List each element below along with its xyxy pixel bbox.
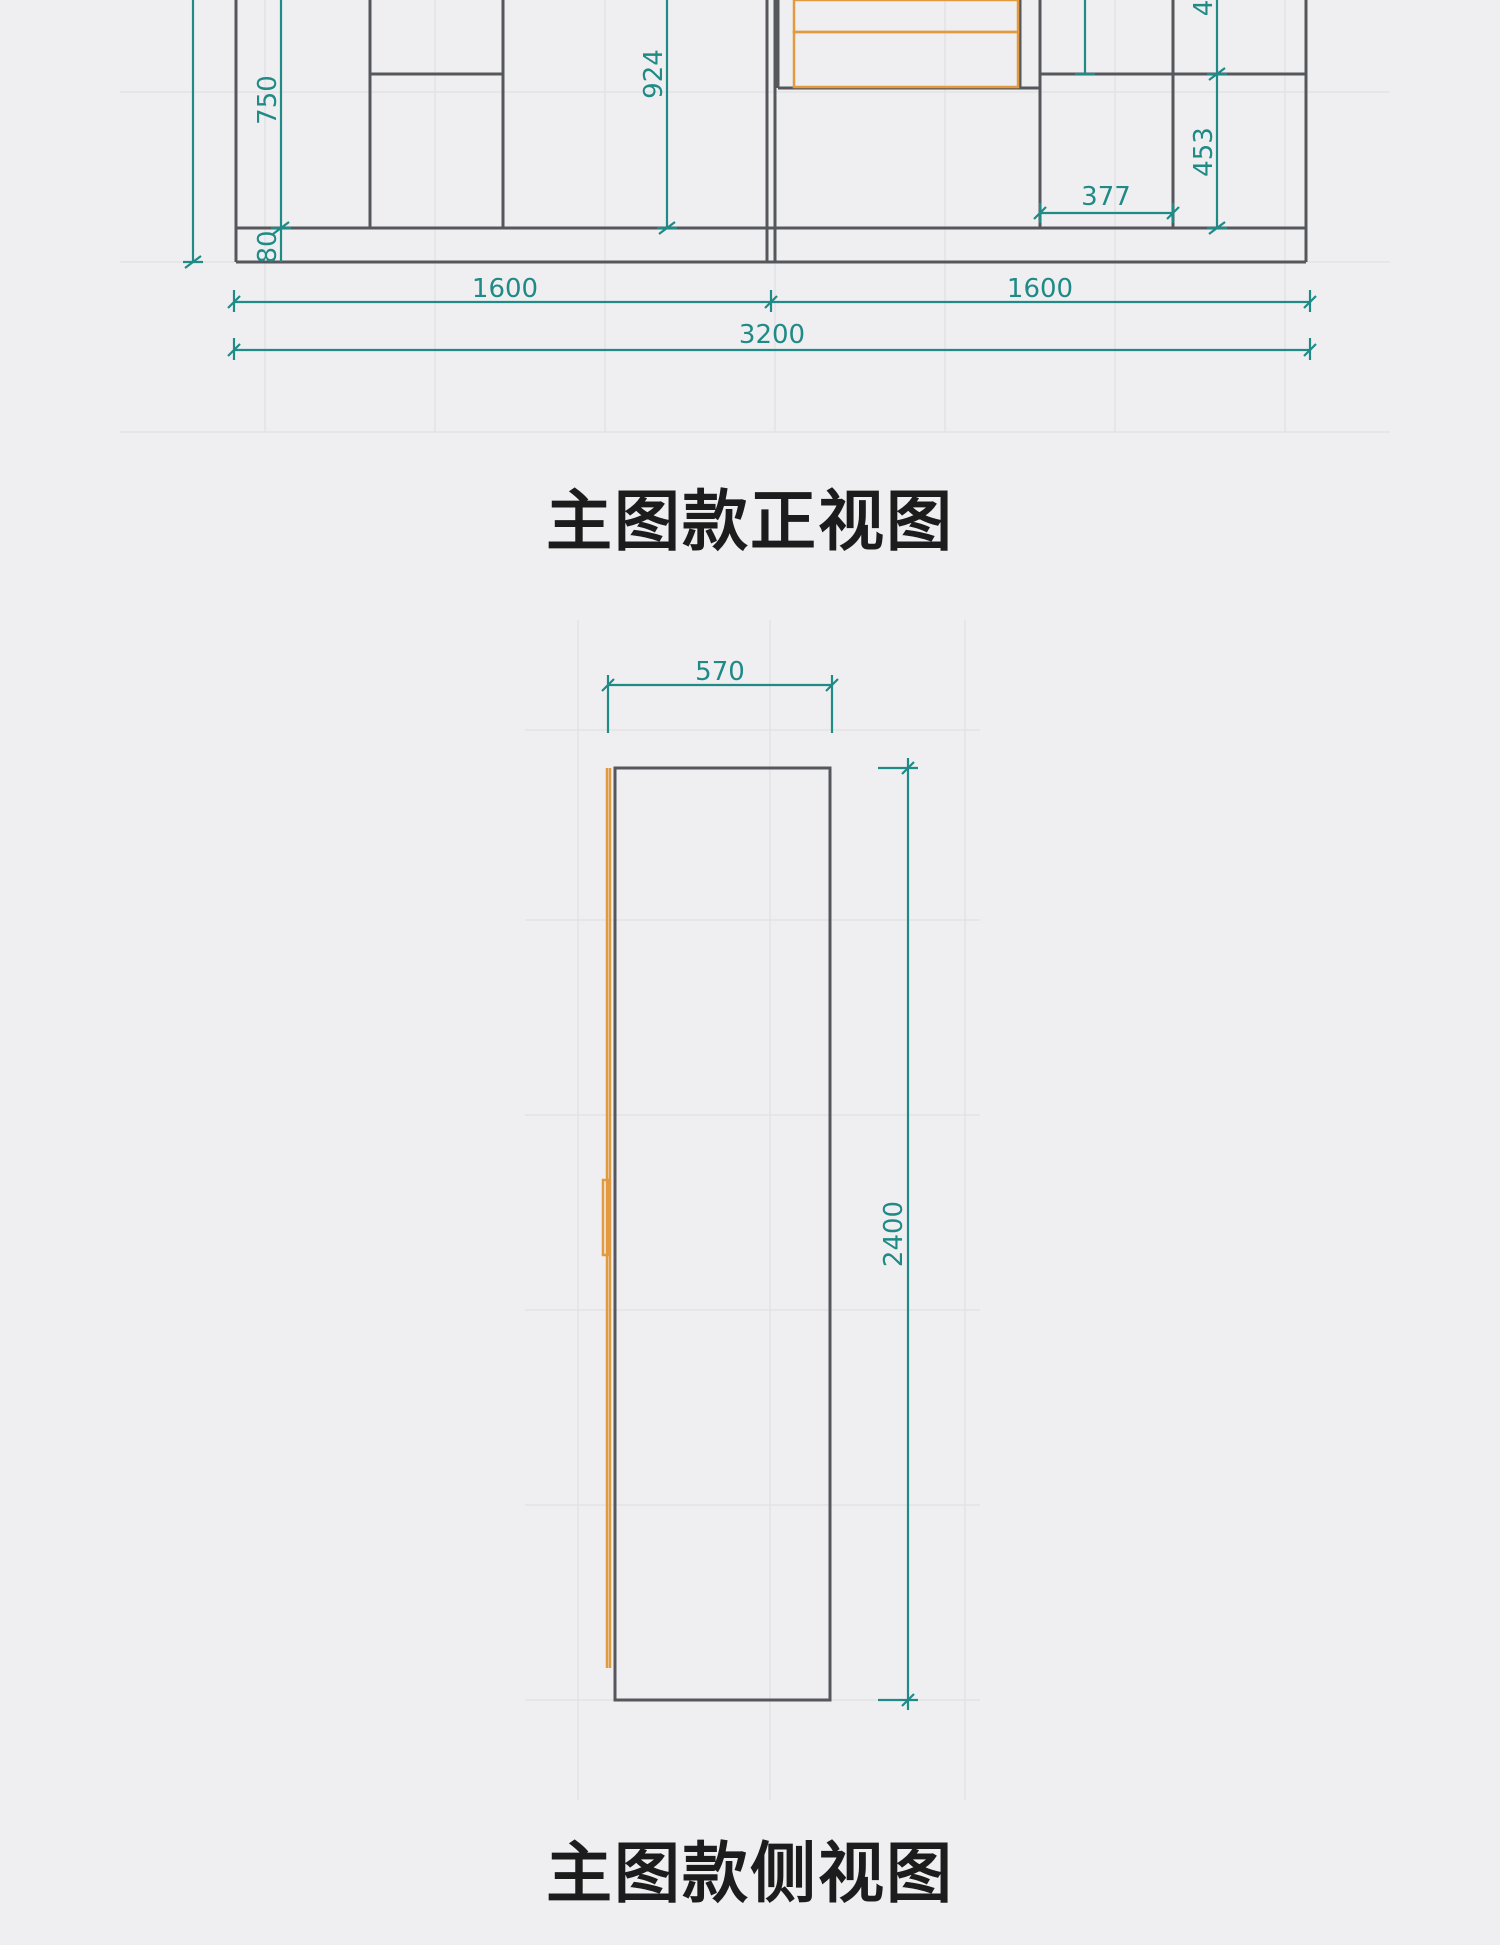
dim-label-924: 924: [639, 49, 669, 99]
background-grid: [120, 0, 1390, 1800]
dim-label-570: 570: [695, 657, 745, 687]
front-view-cabinet: [234, 0, 1308, 264]
front-view-caption: 主图款正视图: [546, 483, 954, 560]
dim-label-377: 377: [1081, 182, 1131, 212]
front-view-dimension-lines: [183, 0, 1317, 360]
dim-label-750: 750: [253, 75, 283, 125]
dim-label-1600-left: 1600: [472, 274, 538, 304]
dim-label-1600-right: 1600: [1007, 274, 1073, 304]
side-view-dimension-lines: [601, 675, 918, 1710]
dim-label-3200: 3200: [739, 320, 805, 350]
side-view-caption: 主图款侧视图: [546, 1835, 954, 1912]
dim-label-453: 453: [1189, 127, 1219, 177]
dim-label-2400: 2400: [879, 1201, 909, 1267]
side-view-cabinet: [601, 766, 832, 1702]
dim-label-80: 80: [253, 230, 283, 263]
dim-label-partial: 4: [1189, 0, 1219, 16]
